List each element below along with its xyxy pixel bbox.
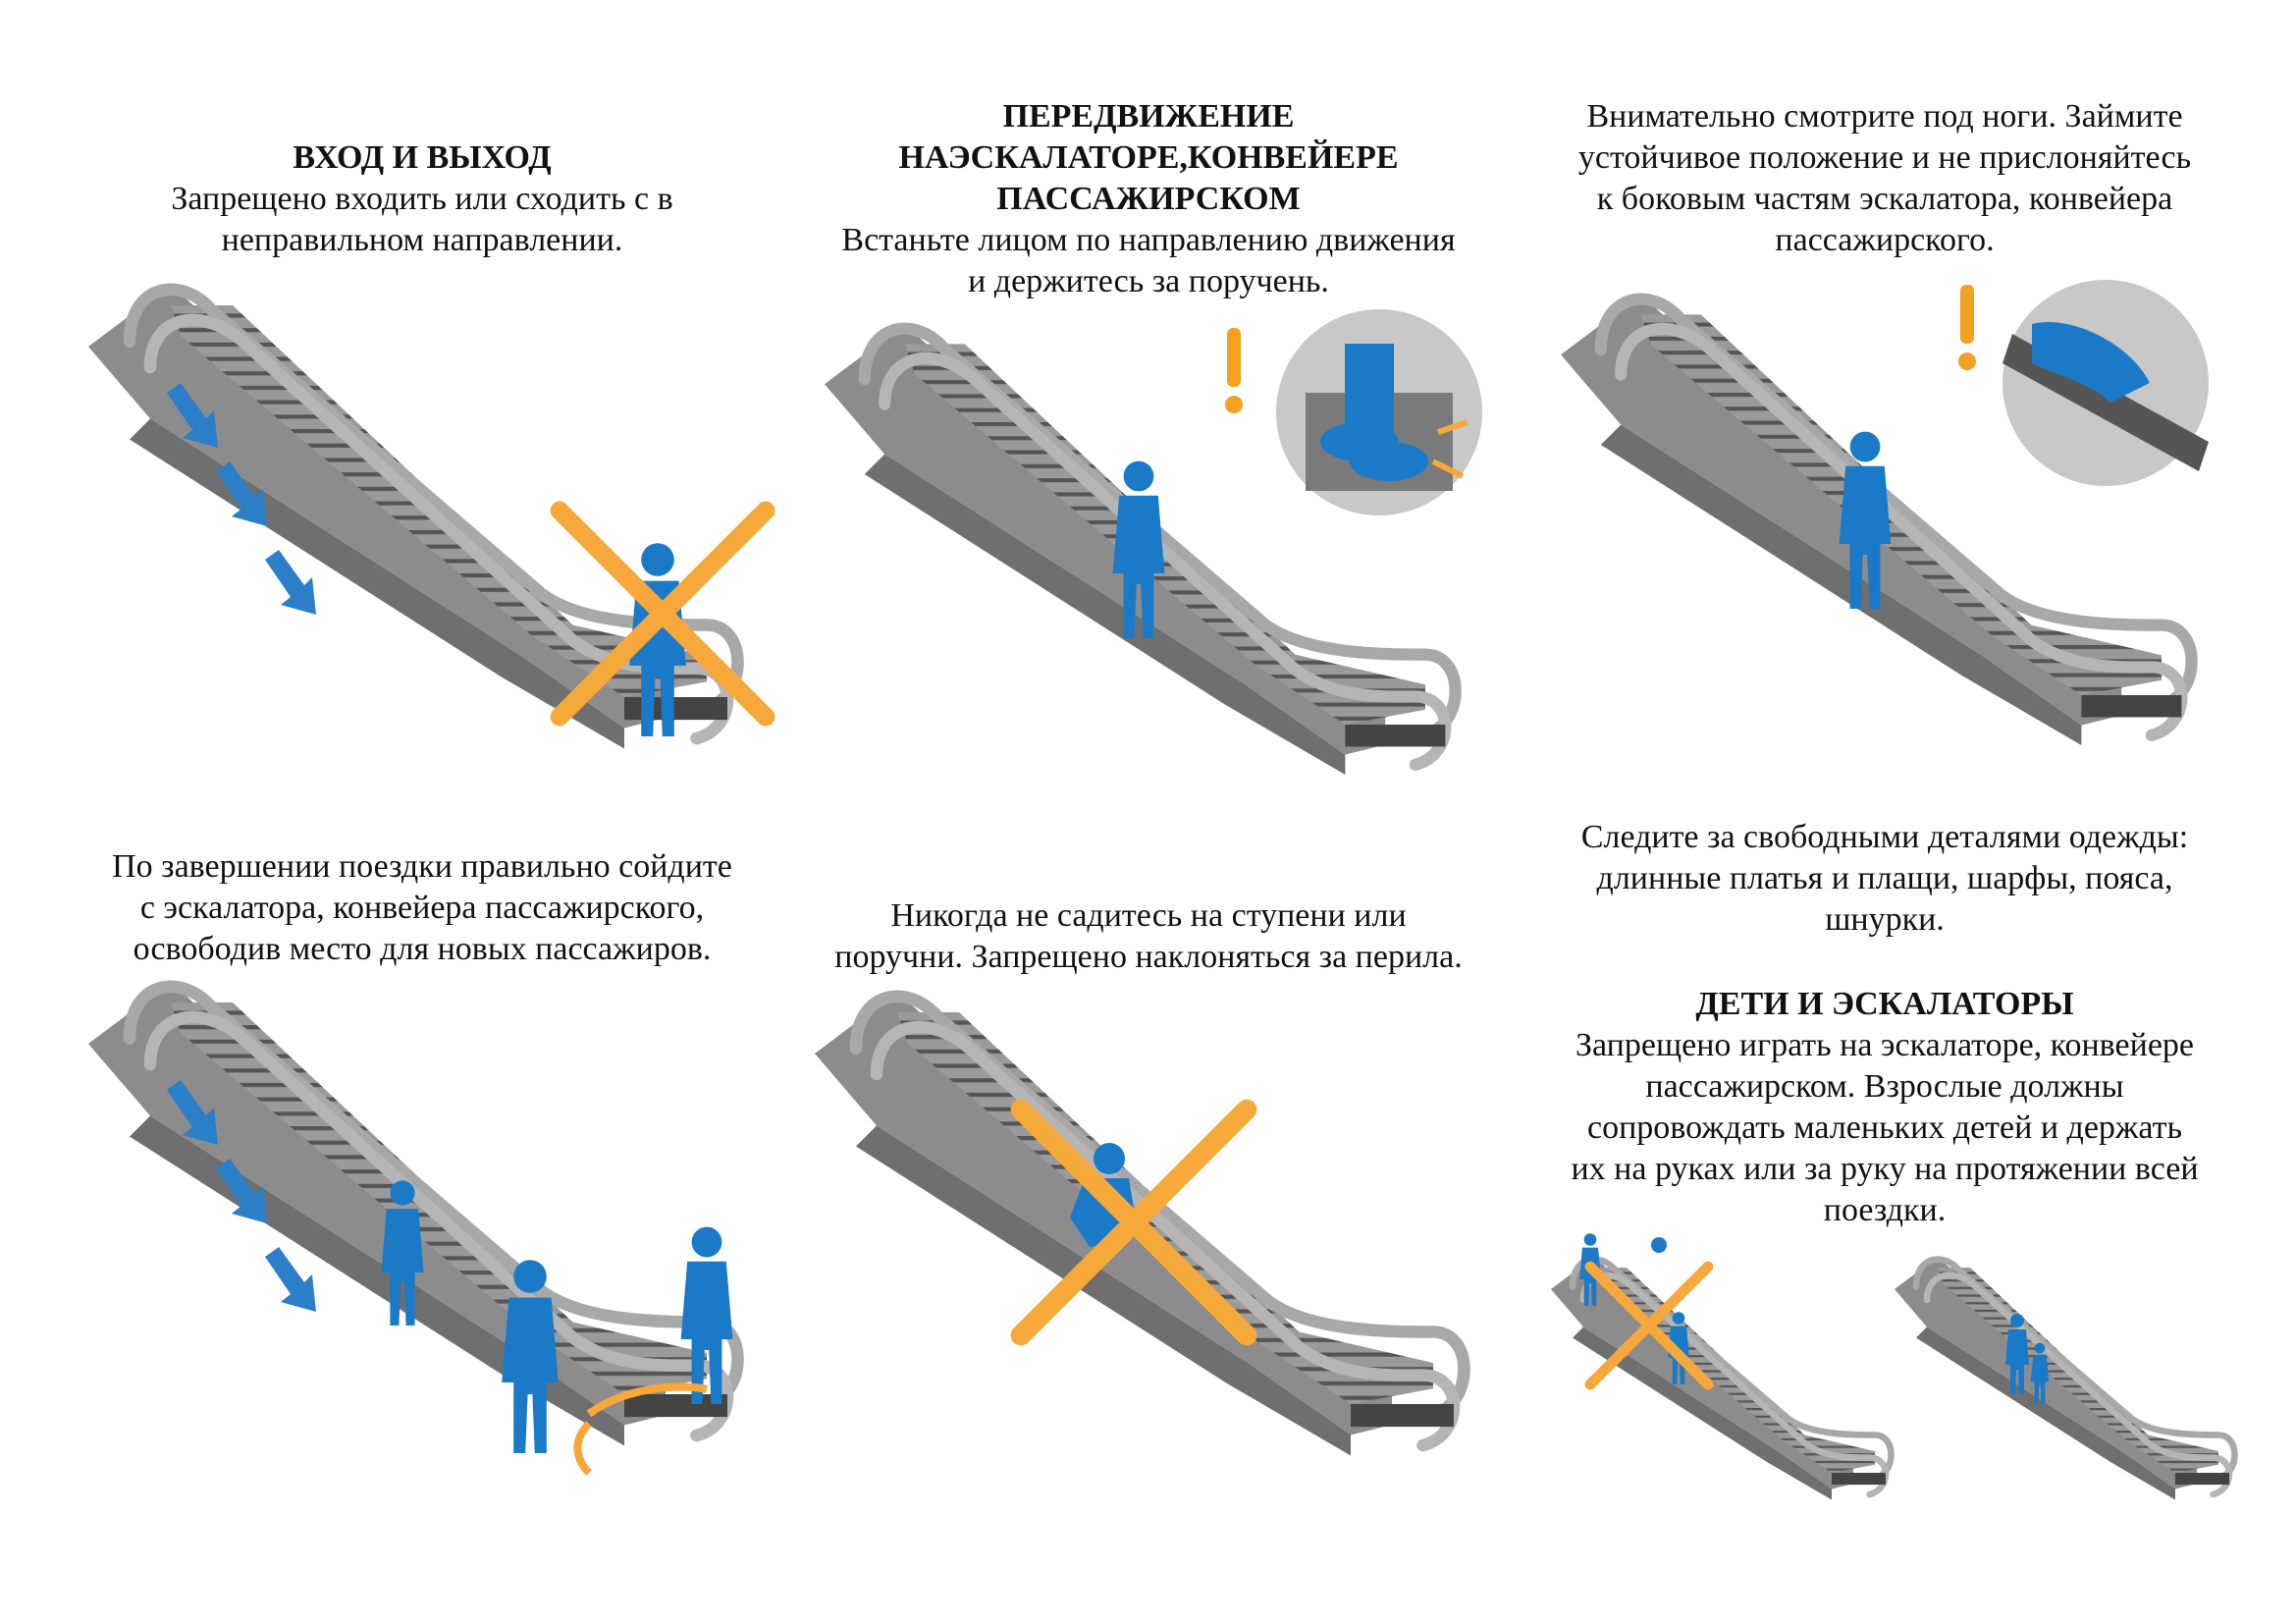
text-line: ДЕТИ И ЭСКАЛАТОРЫ: [1695, 986, 2074, 1022]
hand-on-rail-closeup-icon: [2002, 280, 2209, 486]
panel-body: Следите за свободными деталями одежды: дл…: [1541, 817, 2228, 941]
text-line: ВХОД И ВЫХОД: [293, 139, 552, 176]
text-line: с эскалатора, конвейера пассажирского,: [139, 890, 705, 926]
text-line: устойчивое положение и не прислоняйтесь: [1577, 139, 2192, 176]
panel-clothing-text: Следите за свободными деталями одежды: дл…: [1541, 817, 2228, 941]
panel-heading: ВХОД И ВЫХОД: [88, 137, 756, 179]
text-line: поездки.: [1823, 1192, 1947, 1228]
panel-moving-text: ПЕРЕДВИЖЕНИЕ НАЭСКАЛАТОРЕ,КОНВЕЙЕРЕ ПАССАЖ…: [805, 96, 1492, 302]
text-line: освободив место для новых пассажиров.: [133, 931, 712, 967]
panel-heading: ДЕТИ И ЭСКАЛАТОРЫ: [1531, 984, 2238, 1025]
panel-watch-step-text: Внимательно смотрите под ноги. Займите ус…: [1541, 96, 2228, 261]
panel-body: По завершении поездки правильно сойдите с…: [69, 846, 775, 970]
panel-body: Внимательно смотрите под ноги. Займите ус…: [1541, 96, 2228, 261]
panel-body: Никогда не садитесь на ступени или поручн…: [805, 895, 1492, 978]
escalator-illustration: [1551, 1233, 1885, 1532]
panel-no-sitting-text: Никогда не садитесь на ступени или поручн…: [805, 895, 1492, 978]
text-line: и держитесь за поручень.: [968, 263, 1329, 299]
panel-body: Запрещено входить или сходить с в неправи…: [88, 179, 756, 261]
escalator-illustration: [825, 309, 1482, 785]
text-line: Внимательно смотрите под ноги. Займите: [1586, 98, 2183, 135]
text-line: Запрещено входить или сходить с в: [171, 181, 673, 217]
escalator-illustration: [815, 982, 1502, 1492]
text-line: ПАССАЖИРСКОМ: [996, 181, 1301, 217]
text-line: неправильном направлении.: [221, 222, 623, 258]
text-line: их на руках или за руку на протяжении вс…: [1571, 1151, 2199, 1187]
curved-arrow-icon: [573, 1382, 708, 1476]
panel-children-text: ДЕТИ И ЭСКАЛАТОРЫ Запрещено играть на эс…: [1531, 984, 2238, 1231]
feet-closeup-icon: [1276, 309, 1482, 515]
escalator-illustration: [1895, 1247, 2228, 1532]
text-line: ПЕРЕДВИЖЕНИЕ: [1002, 98, 1295, 135]
text-line: пассажирском. Взрослые должны: [1645, 1068, 2124, 1105]
panel-entry-exit-text: ВХОД И ВЫХОД Запрещено входить или сходи…: [88, 137, 756, 261]
escalator-illustration: [79, 972, 785, 1476]
text-line: пассажирского.: [1775, 222, 1995, 258]
text-line: НАЭСКАЛАТОРЕ,КОНВЕЙЕРЕ: [898, 139, 1399, 176]
text-line: Встаньте лицом по направлению движения: [841, 222, 1456, 258]
escalator-illustration: [79, 265, 785, 776]
panel-exit-properly-text: По завершении поездки правильно сойдите с…: [69, 846, 775, 970]
escalator-illustration: [1561, 280, 2209, 746]
text-line: Никогда не садитесь на ступени или: [890, 897, 1407, 934]
panel-heading: ПЕРЕДВИЖЕНИЕ НАЭСКАЛАТОРЕ,КОНВЕЙЕРЕ ПАССАЖ…: [805, 96, 1492, 220]
text-line: сопровождать маленьких детей и держать: [1587, 1110, 2182, 1146]
panel-body: Встаньте лицом по направлению движения и …: [805, 220, 1492, 302]
text-line: к боковым частям эскалатора, конвейера: [1596, 181, 2173, 217]
text-line: длинные платья и плащи, шарфы, пояса,: [1596, 860, 2173, 896]
exclamation-warning-icon: [1958, 285, 1976, 370]
panel-body: Запрещено играть на эскалаторе, конвейер…: [1531, 1025, 2238, 1231]
text-line: Следите за свободными деталями одежды:: [1580, 819, 2189, 855]
text-line: поручни. Запрещено наклоняться за перила…: [834, 939, 1463, 975]
child-playing-icon: [1579, 1233, 1689, 1384]
exclamation-warning-icon: [1225, 328, 1243, 413]
text-line: шнурки.: [1825, 901, 1945, 938]
text-line: По завершении поездки правильно сойдите: [112, 848, 732, 885]
text-line: Запрещено играть на эскалаторе, конвейер…: [1575, 1027, 2194, 1063]
